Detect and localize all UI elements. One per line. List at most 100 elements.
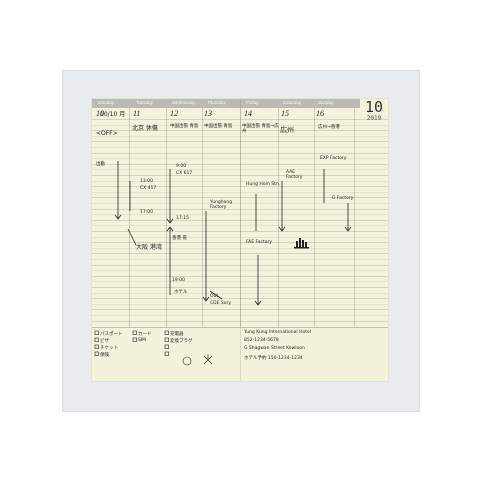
day-number: 15 (281, 109, 289, 118)
ruled-line (92, 242, 388, 244)
year-label: 2019 (366, 115, 382, 122)
weekday-header-bar: Monday Tuesday Wednesday Thursday Friday… (92, 99, 388, 108)
note-thu-1: Yunghong Factory (210, 200, 233, 210)
ruled-line (92, 147, 388, 148)
weekday-label: Sunday (318, 100, 334, 105)
note-thu-2: Out (210, 294, 219, 299)
day-number: 10 (96, 109, 104, 118)
note-fri: 中国出張 青島→広州 (242, 124, 279, 134)
note-wed-6: ホテル (174, 290, 188, 295)
weekday-label: Wednesday (172, 100, 196, 105)
ruled-line (92, 119, 388, 120)
check-item: ビザ (100, 339, 109, 344)
note-tue-3: 17:00 (140, 210, 153, 215)
note-thu-3: CDE Sory (210, 301, 232, 306)
note-wed-5: 19:00 (172, 278, 185, 283)
check-item: カード (138, 332, 152, 337)
note-mon-morning: 出勤 (96, 162, 105, 167)
note-tue-2: CX 417 (140, 186, 157, 191)
ruled-line (92, 270, 388, 272)
ruled-line (92, 320, 388, 322)
check-item: チケット (100, 346, 118, 351)
ruled-line (92, 191, 388, 193)
ruled-line (92, 186, 388, 188)
ruled-line (92, 124, 388, 126)
note-mon-date: 10/10 月 (100, 111, 126, 118)
ruled-line (92, 175, 388, 176)
note-wed-1: 9:00 (176, 164, 187, 169)
ruled-line (92, 281, 388, 283)
check-item: パスポート (100, 332, 123, 337)
weekday-label: Saturday (283, 100, 302, 105)
ruled-line (92, 287, 388, 288)
ruled-line (92, 225, 388, 227)
check-item: 充電器 (170, 332, 184, 337)
ruled-line (92, 253, 388, 255)
note-tue: 北京 休傷 (132, 125, 158, 132)
column-divider (166, 108, 167, 327)
section-divider (92, 327, 388, 328)
check-item: 変換プラグ (170, 339, 193, 344)
note-fri-1: Hung Hom Stn. (246, 182, 281, 187)
ruled-line (92, 208, 388, 210)
ruled-line (92, 130, 388, 132)
day-number-row: 10 11 12 13 14 15 16 (92, 109, 388, 119)
note-wed: 中国出張 青島 (170, 124, 199, 129)
note-mon-off: <OFF> (96, 130, 118, 137)
page-spine (240, 99, 241, 381)
planner-page: Monday Tuesday Wednesday Thursday Friday… (92, 99, 388, 381)
ruled-line (92, 292, 388, 294)
ruled-line (92, 236, 388, 238)
ruled-line (92, 264, 388, 266)
ruled-line (92, 259, 388, 260)
ruled-line (92, 158, 388, 160)
notes-section: パスポート ビザ チケット 保険 カード SIM 充電器 変換プラグ (92, 327, 388, 381)
checkbox-marks (94, 330, 213, 366)
ruled-line (92, 303, 388, 305)
note-fri-2: FAE Factory (246, 240, 272, 245)
day-number: 11 (133, 109, 141, 118)
check-item: SIM (138, 338, 147, 343)
column-divider (278, 108, 279, 327)
ruled-line (92, 141, 388, 143)
note-sun-2: G Factory (332, 196, 354, 201)
hotel-name: Yung Kung International Hotel (244, 330, 312, 335)
ruled-line (92, 309, 388, 311)
weekday-label: Tuesday (136, 100, 153, 105)
column-divider (240, 108, 241, 327)
note-sun-1: EXP Factory (320, 156, 347, 161)
note-tue-1: 13:00 (140, 179, 153, 184)
note-wed-2: CX 617 (176, 171, 193, 176)
day-number: 16 (316, 109, 324, 118)
weekday-label: Thursday (207, 100, 226, 105)
hotel-address: G Shagwan Street Kowloon (244, 346, 305, 351)
ruled-line (92, 219, 388, 221)
ruled-line (92, 135, 388, 137)
note-tue-4: 大阪 港湾 (136, 244, 162, 251)
column-divider (129, 108, 130, 327)
note-sat: 広州 (280, 126, 294, 134)
ruled-line (92, 203, 388, 204)
ruled-line (92, 163, 388, 165)
hotel-phone: 852-1234-5678 (244, 338, 279, 343)
note-wed-3: 17:15 (176, 216, 189, 221)
weekday-label: Friday (246, 100, 259, 105)
month-indicator: 10 2019 (360, 99, 388, 129)
day-number: 14 (244, 109, 252, 118)
ruled-line (92, 247, 388, 249)
ruled-line (92, 214, 388, 216)
note-thu: 中国出張 青島 (204, 124, 233, 129)
ruled-line (92, 298, 388, 300)
ruled-line (92, 275, 388, 277)
column-divider (202, 108, 203, 327)
ruled-line (92, 197, 388, 199)
check-item: 保険 (100, 353, 109, 358)
ruled-line (92, 180, 388, 182)
day-number: 12 (170, 109, 178, 118)
note-wed-4: 香港 夜 (172, 236, 187, 241)
hotel-booking: ホテル予約 150-1234-1234 (244, 356, 303, 361)
ruled-line (92, 152, 388, 154)
day-number: 13 (204, 109, 212, 118)
ruled-line (92, 231, 388, 232)
column-divider (354, 108, 355, 327)
